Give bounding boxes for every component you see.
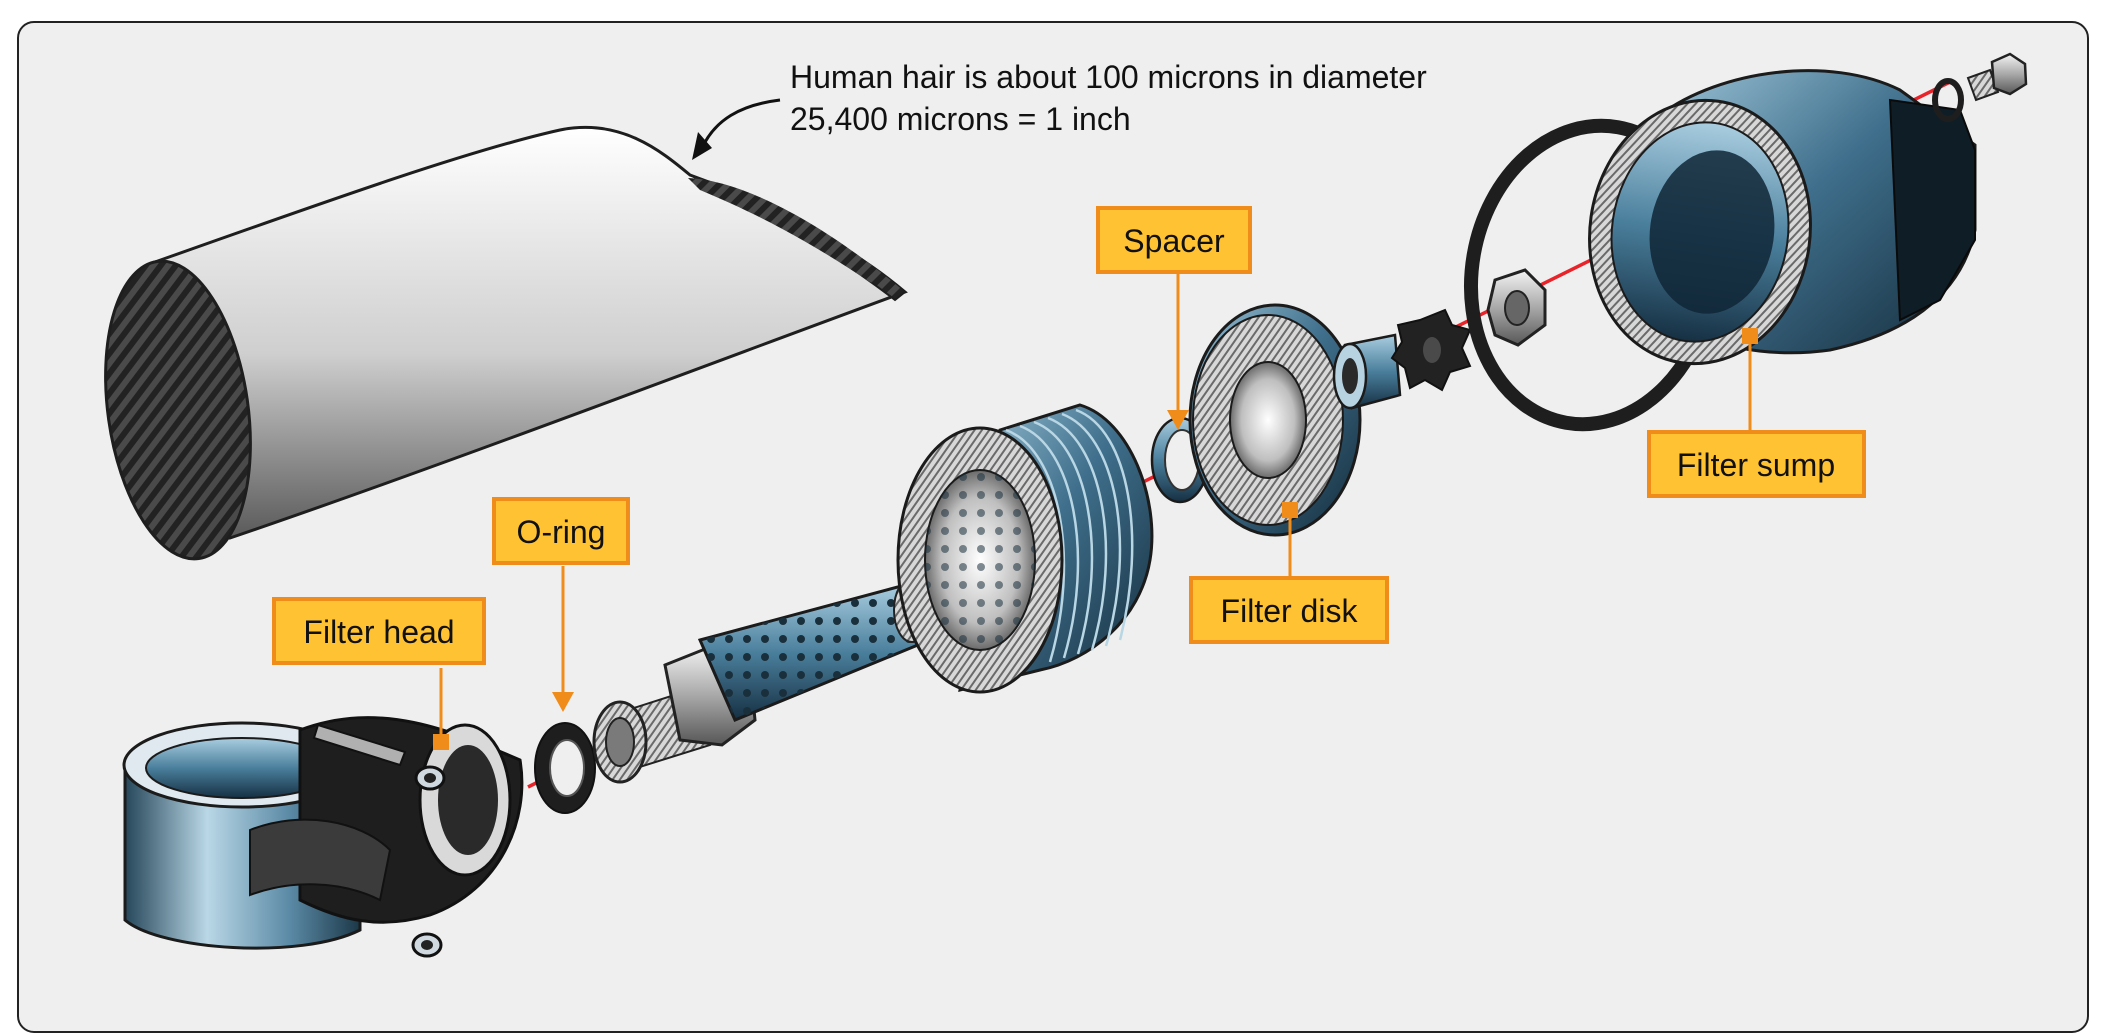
- hair-illustration: [104, 98, 908, 561]
- label-o-ring: O-ring: [492, 497, 630, 565]
- leader-endpoints: [433, 328, 1758, 750]
- label-filter-sump: Filter sump: [1647, 430, 1866, 498]
- leader-filter-sump-anchor: [1742, 328, 1758, 344]
- o-ring-part: [534, 722, 596, 814]
- label-filter-head-text: Filter head: [303, 614, 454, 650]
- filter-disk-part: [1188, 303, 1362, 537]
- label-filter-head: Filter head: [272, 597, 486, 665]
- hair-annotation-line1: Human hair is about 100 microns in diame…: [790, 59, 1427, 95]
- label-spacer: Spacer: [1096, 206, 1252, 274]
- hair-annotation-arrowhead: [692, 132, 712, 160]
- filter-head-part: [122, 716, 524, 958]
- label-o-ring-text: O-ring: [517, 514, 606, 550]
- hair-cross-section: [104, 259, 252, 561]
- bushing-part: [1332, 333, 1402, 410]
- star-nut-part: [1390, 308, 1472, 392]
- hex-nut-part: [1486, 268, 1547, 347]
- drain-bolt-part: [1966, 52, 2028, 102]
- hair-annotation-arrow: [700, 98, 781, 149]
- hair-fiber-top: [688, 178, 905, 292]
- drain-washer-part: [1932, 78, 1964, 122]
- label-filter-sump-text: Filter sump: [1677, 447, 1835, 483]
- hair-annotation-line2: 25,400 microns = 1 inch: [790, 101, 1131, 137]
- label-filter-disk-text: Filter disk: [1221, 593, 1359, 629]
- filter-sump-part: [1588, 69, 1977, 366]
- leader-filter-disk-anchor: [1282, 502, 1298, 518]
- label-spacer-text: Spacer: [1123, 223, 1225, 259]
- leader-spacer-arrowhead: [1167, 410, 1189, 430]
- leader-lines: [439, 272, 1752, 742]
- label-filter-disk: Filter disk: [1189, 576, 1389, 644]
- filter-element-stack: [896, 403, 1154, 694]
- leader-filter-head-anchor: [433, 734, 449, 750]
- leader-o-ring-arrowhead: [552, 692, 574, 712]
